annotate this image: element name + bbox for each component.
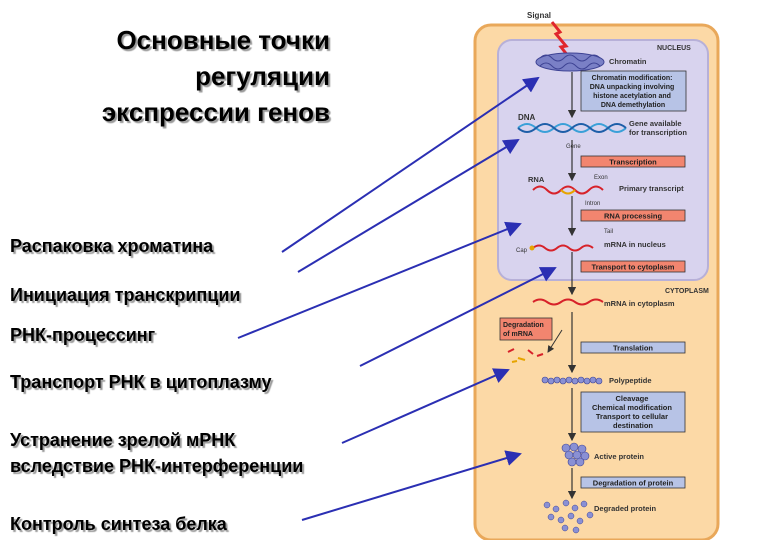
chromatin-modification-box <box>580 70 687 112</box>
gene-label: Gene <box>566 144 581 150</box>
protein-degradation-box <box>580 476 686 489</box>
mrna-degradation-line-2: of mRNA <box>503 331 533 338</box>
signal-label: Signal <box>527 11 551 20</box>
chromatin-modification-text: Chromatin modification: DNA unpacking in… <box>590 75 676 109</box>
mrna-cytoplasm-icon <box>532 298 604 306</box>
gene-available-text: Gene available for transcription <box>629 119 687 137</box>
chromatin-label: Chromatin <box>609 57 647 66</box>
active-protein-label: Active protein <box>594 452 644 461</box>
degraded-protein-label: Degraded protein <box>594 504 657 513</box>
transcription-box <box>580 155 686 168</box>
pointer-arrow-mrna-degradation <box>341 368 510 444</box>
chromatin-icon <box>535 52 605 72</box>
pointer-arrow-protein <box>301 450 522 521</box>
label-mrna-removal-line2: вследствие РНК-интерференции <box>10 456 304 476</box>
translation-label: Translation <box>613 344 653 353</box>
cytoplasm-label: CYTOPLASM <box>665 288 709 295</box>
gene-available-line-1: Gene available <box>629 119 682 128</box>
rna-processing-box <box>580 209 686 222</box>
cleavage-line-1: Cleavage <box>615 394 648 403</box>
pointer-arrow-rna-processing <box>237 221 522 339</box>
cleavage-text: Cleavage Chemical modification Transport… <box>592 394 674 430</box>
label-chromatin-unpacking: Распаковка хроматина <box>10 236 214 256</box>
chromatin-box-line-1: Chromatin modification: <box>592 75 673 82</box>
cap-label: Cap <box>516 248 528 254</box>
protein-degradation-label: Degradation of protein <box>593 479 674 488</box>
intron-segment-icon <box>560 189 576 195</box>
primary-transcript-icon <box>532 185 604 195</box>
label-rna-transport: Транспорт РНК в цитоплазму <box>10 372 272 392</box>
mrna-nucleus-label: mRNA in nucleus <box>604 240 666 249</box>
cleavage-line-3: Transport to cellular <box>596 412 668 421</box>
nucleus-label: NUCLEUS <box>657 45 691 52</box>
pointer-arrow-chromatin <box>281 76 540 253</box>
degraded-protein-icon <box>543 499 594 534</box>
mrna-cap-icon <box>529 245 535 251</box>
mrna-degradation-line-1: Degradation <box>503 322 544 329</box>
transport-label: Transport to cytoplasm <box>592 263 675 272</box>
title-line-2: регуляции <box>195 61 330 91</box>
exon-label: Exon <box>594 175 608 181</box>
label-transcription-initiation: Инициация транскрипции <box>10 285 241 305</box>
mrna-degradation-text: Degradation of mRNA <box>503 322 546 338</box>
gene-available-line-2: for transcription <box>629 128 687 137</box>
active-protein-icon <box>561 442 590 467</box>
mrna-cytoplasm-label: mRNA in cytoplasm <box>604 299 675 308</box>
page-title: Основные точки регуляции экспрессии гено… <box>0 22 330 130</box>
cleavage-line-2: Chemical modification <box>592 403 672 412</box>
pointer-arrow-transcription <box>297 138 520 273</box>
label-mrna-removal-line1: Устранение зрелой мРНК <box>10 430 236 450</box>
chromatin-box-line-4: DNA demethylation <box>601 102 665 109</box>
title-line-3: экспрессии генов <box>101 97 330 127</box>
pointer-arrow-transport <box>359 267 557 367</box>
chromatin-box-line-3: histone acetylation and <box>593 93 671 100</box>
translation-box <box>580 341 686 354</box>
rna-label: RNA <box>528 175 545 184</box>
degraded-mrna-fragments-icon <box>507 348 544 363</box>
intron-label: Intron <box>585 201 600 207</box>
signal-bolt-icon <box>550 21 570 57</box>
dna-helix-icon <box>517 123 627 133</box>
cleavage-line-4: destination <box>613 421 653 430</box>
polypeptide-icon <box>541 376 603 385</box>
mrna-nucleus-icon <box>532 244 594 252</box>
mrna-degradation-box <box>499 317 553 341</box>
transcription-label: Transcription <box>609 158 657 167</box>
polypeptide-label: Polypeptide <box>609 376 652 385</box>
primary-transcript-label: Primary transcript <box>619 184 684 193</box>
mrna-degradation-arrow <box>547 329 563 353</box>
chromatin-box-line-2: DNA unpacking involving <box>590 84 675 91</box>
cleavage-box <box>580 391 686 433</box>
tail-label: Tail <box>604 229 613 235</box>
title-line-1: Основные точки <box>116 25 330 55</box>
transport-box <box>580 260 686 273</box>
rna-processing-label: RNA processing <box>604 212 662 221</box>
label-rna-processing: РНК-процессинг <box>10 325 156 345</box>
dna-label: DNA <box>518 113 536 122</box>
label-protein-synthesis-control: Контроль синтеза белка <box>10 514 227 534</box>
